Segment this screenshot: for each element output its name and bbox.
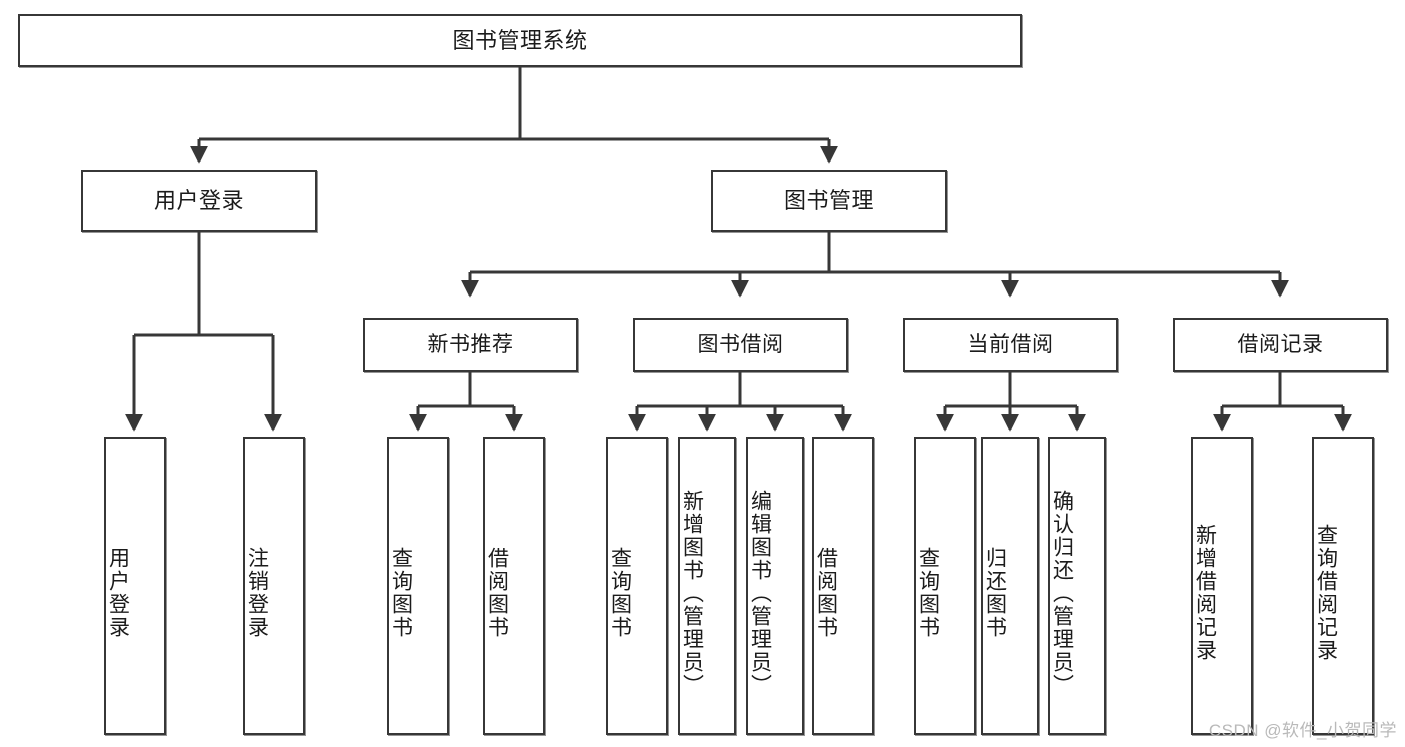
node-current-borrow[interactable]: 当前借阅 [903,318,1118,372]
leaf-borrow-borrow-book[interactable]: 借阅图书 [812,437,874,735]
node-book-management[interactable]: 图书管理 [711,170,947,232]
leaf-recommend-query-book[interactable]: 查询图书 [387,437,449,735]
node-label: 归还图书 [983,547,1007,639]
node-label: 当前借阅 [967,332,1054,356]
node-book-management-system[interactable]: 图书管理系统 [18,14,1022,67]
node-new-book-recommend[interactable]: 新书推荐 [363,318,578,372]
node-label: 借阅图书 [814,547,838,639]
leaf-current-confirm-return-admin[interactable]: 确认归还（管理员） [1048,437,1106,735]
node-label: 用户登录 [153,188,244,214]
node-label: 查询借阅记录 [1314,524,1338,662]
node-label: 新增借阅记录 [1193,524,1217,662]
leaf-recommend-borrow-book[interactable]: 借阅图书 [483,437,545,735]
node-label: 查询图书 [608,547,632,639]
leaf-borrow-query-book[interactable]: 查询图书 [606,437,668,735]
node-label: 编辑图书（管理员） [748,489,772,697]
node-user-login[interactable]: 用户登录 [81,170,317,232]
node-book-borrow[interactable]: 图书借阅 [633,318,848,372]
leaf-borrow-add-book-admin[interactable]: 新增图书（管理员） [678,437,736,735]
leaf-current-query-book[interactable]: 查询图书 [914,437,976,735]
leaf-current-return-book[interactable]: 归还图书 [981,437,1039,735]
node-label: 注销登录 [245,547,269,639]
leaf-user-logout[interactable]: 注销登录 [243,437,305,735]
node-label: 查询图书 [389,547,413,639]
node-label: 查询图书 [916,547,940,639]
node-label: 图书借阅 [697,332,784,356]
leaf-record-add-borrow-record[interactable]: 新增借阅记录 [1191,437,1253,735]
leaf-record-query-borrow-record[interactable]: 查询借阅记录 [1312,437,1374,735]
node-label: 新书推荐 [427,332,514,356]
node-label: 图书管理系统 [452,27,588,53]
node-label: 图书管理 [783,188,874,214]
node-label: 确认归还（管理员） [1050,489,1074,697]
node-borrow-record[interactable]: 借阅记录 [1173,318,1388,372]
node-label: 借阅图书 [485,547,509,639]
watermark: CSDN @软件_小贺同学 [1208,721,1397,740]
leaf-borrow-edit-book-admin[interactable]: 编辑图书（管理员） [746,437,804,735]
node-label: 新增图书（管理员） [680,489,704,697]
node-label: 用户登录 [106,547,130,639]
leaf-user-login[interactable]: 用户登录 [104,437,166,735]
node-label: 借阅记录 [1237,332,1324,356]
